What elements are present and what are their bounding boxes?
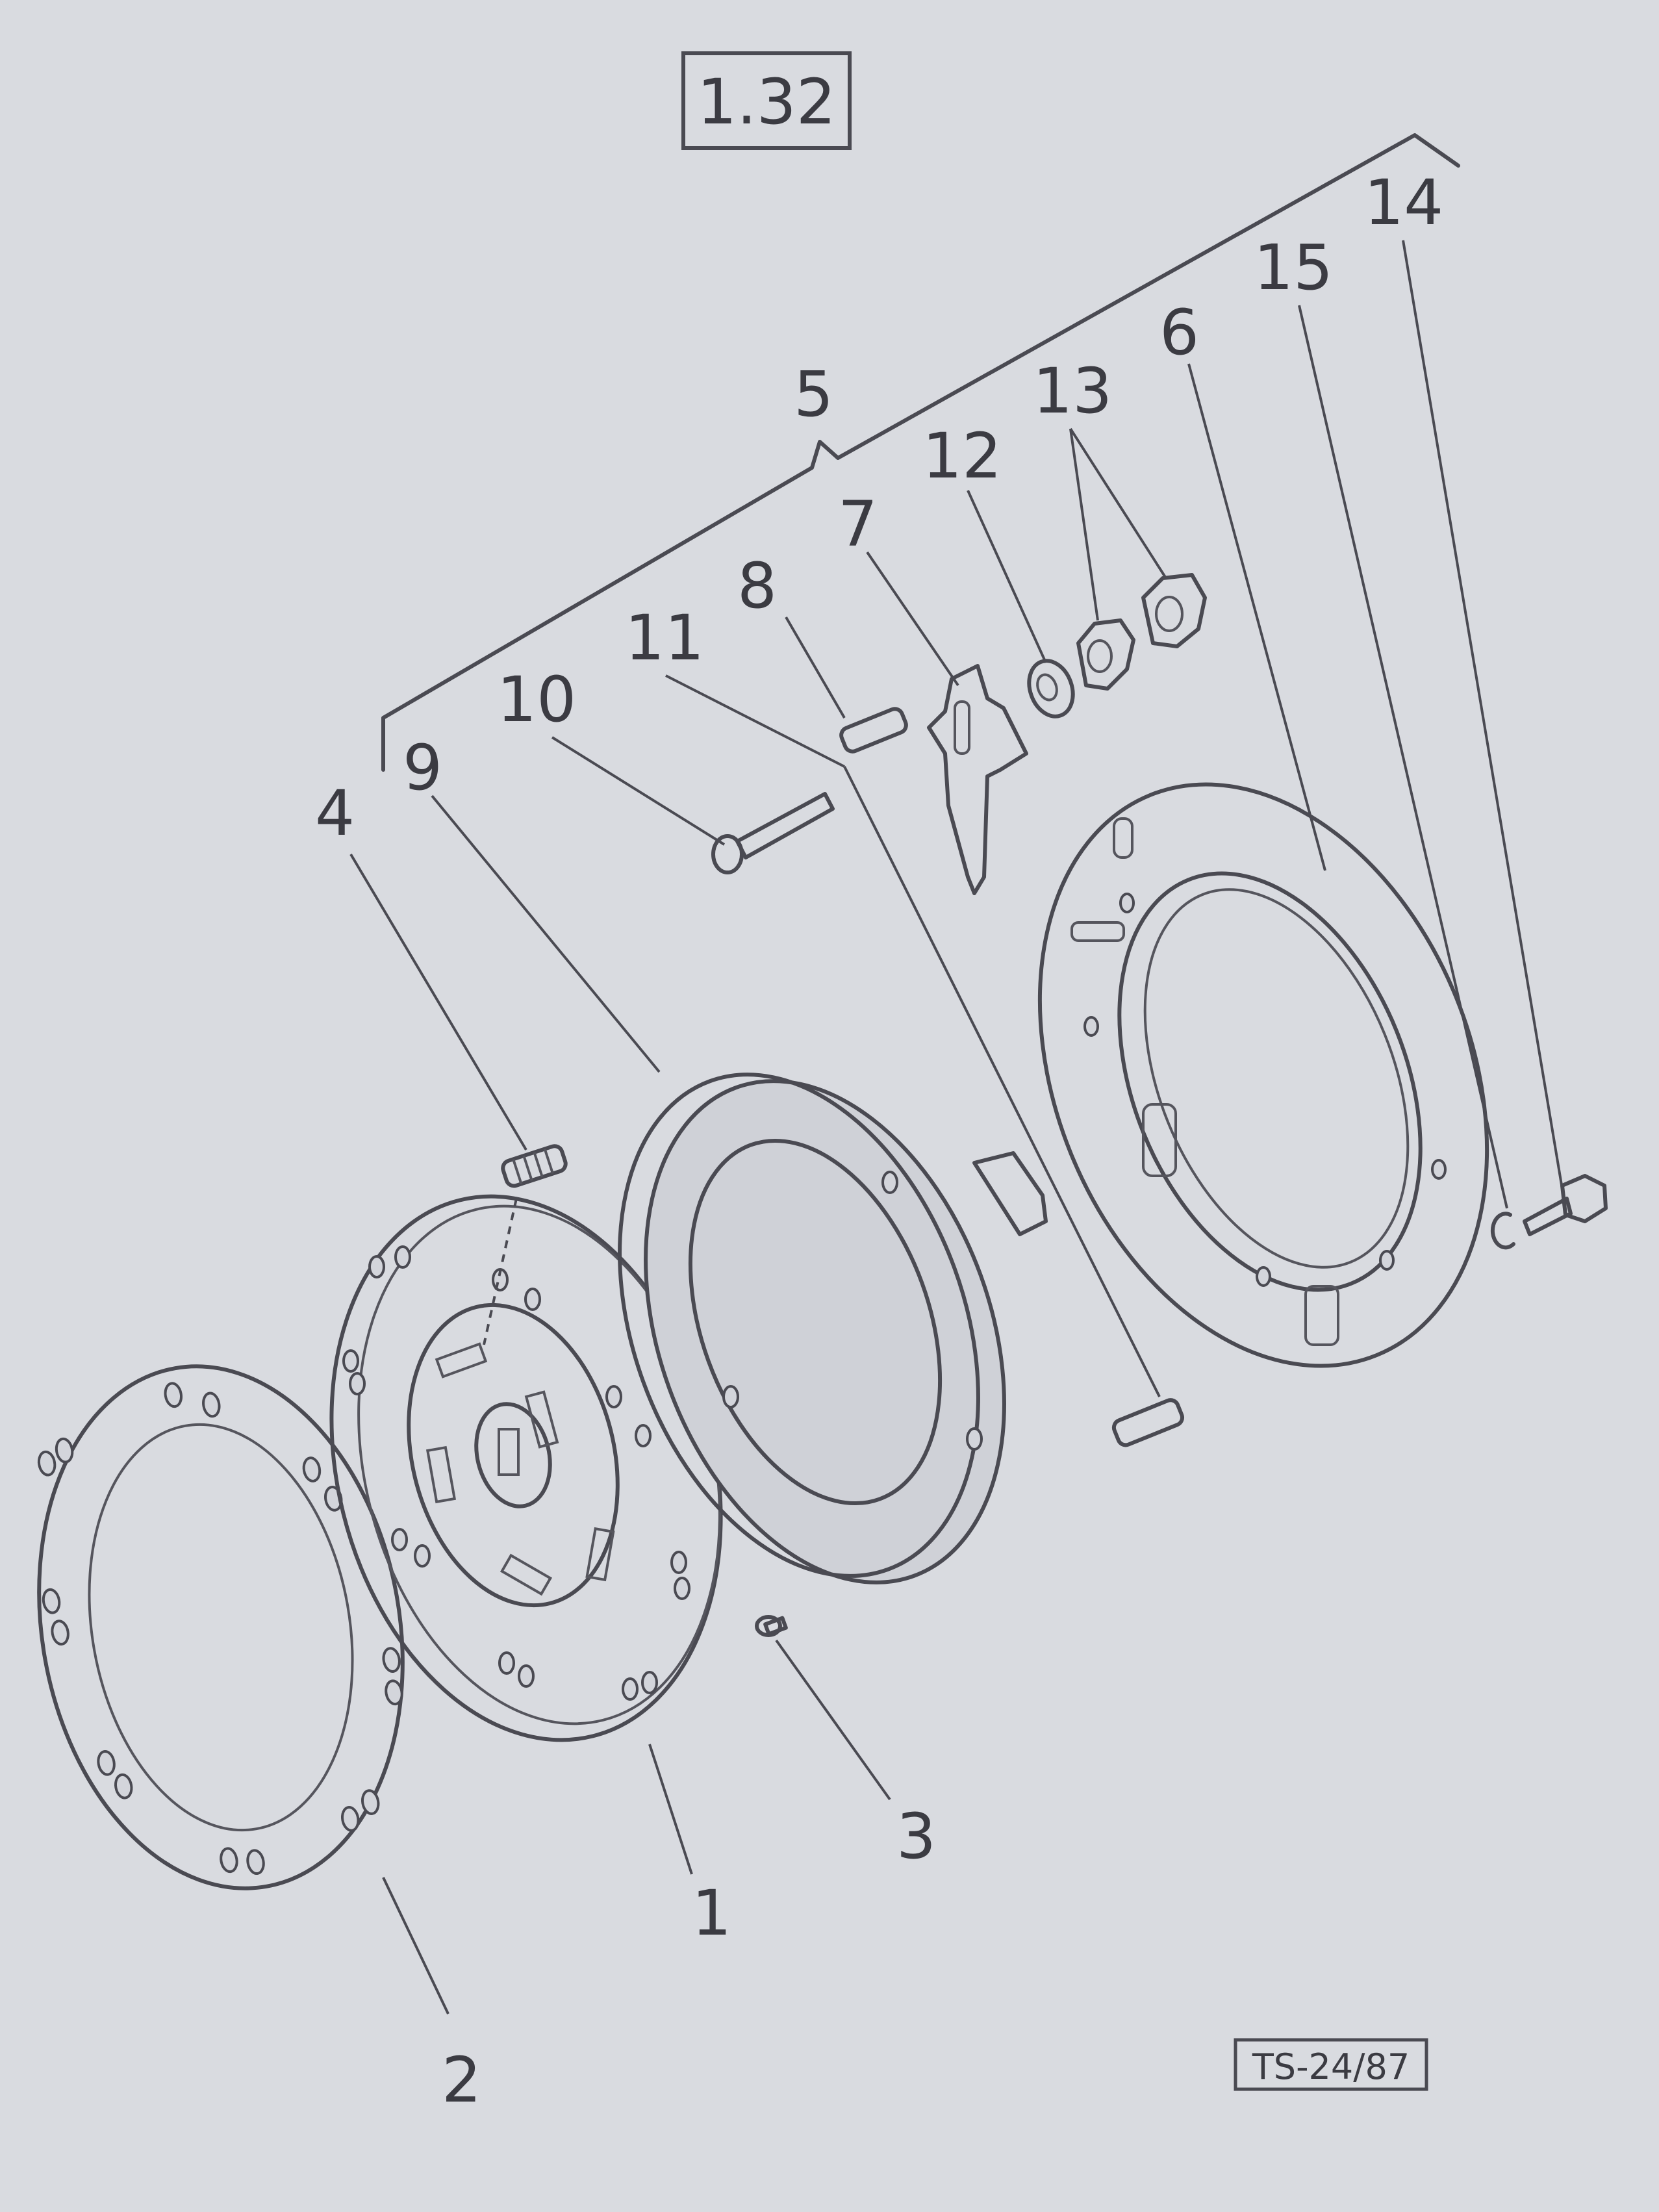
callout-11: 11 — [625, 602, 704, 674]
leader-lines — [349, 240, 1564, 2015]
part-3-screw — [755, 1615, 788, 1637]
figure-number-box: 1.32 — [681, 51, 852, 150]
assembly-5-bracket — [381, 133, 1460, 772]
part-11-spring — [1111, 1398, 1185, 1447]
callout-7: 7 — [838, 488, 878, 561]
callout-8: 8 — [737, 550, 777, 622]
part-8-spring — [839, 707, 908, 754]
part-6-cover-plate — [1037, 782, 1489, 1368]
part-4-spring — [483, 1144, 568, 1345]
callout-6: 6 — [1159, 296, 1199, 369]
drawing-reference-box: TS-24/87 — [1234, 2038, 1428, 2091]
part-10-bolt — [711, 792, 835, 874]
callout-9: 9 — [403, 731, 442, 804]
part-9-pressure-plate — [618, 1073, 1048, 1584]
callout-12: 12 — [922, 420, 1002, 492]
callout-labels: 1 2 3 4 5 6 7 8 9 10 11 12 13 14 15 — [315, 166, 1443, 2117]
drawing-reference: TS-24/87 — [1252, 2046, 1410, 2087]
callout-2: 2 — [442, 2044, 481, 2117]
part-7-release-lever — [927, 664, 1028, 895]
part-2-friction-ring — [37, 1364, 405, 1890]
callout-10: 10 — [497, 663, 576, 736]
figure-number: 1.32 — [697, 66, 836, 138]
part-15-clip — [1490, 1212, 1515, 1250]
part-13-nuts — [1076, 573, 1207, 691]
part-12-washer — [1027, 659, 1075, 718]
part-1-clutch-disc — [329, 1194, 723, 1742]
part-14-screw — [1523, 1174, 1608, 1236]
callout-14: 14 — [1364, 166, 1443, 239]
callout-15: 15 — [1254, 231, 1333, 304]
callout-5: 5 — [794, 358, 833, 431]
callout-4: 4 — [315, 777, 355, 850]
callout-13: 13 — [1033, 355, 1112, 427]
callout-1: 1 — [692, 1877, 731, 1950]
callout-3: 3 — [896, 1800, 936, 1873]
